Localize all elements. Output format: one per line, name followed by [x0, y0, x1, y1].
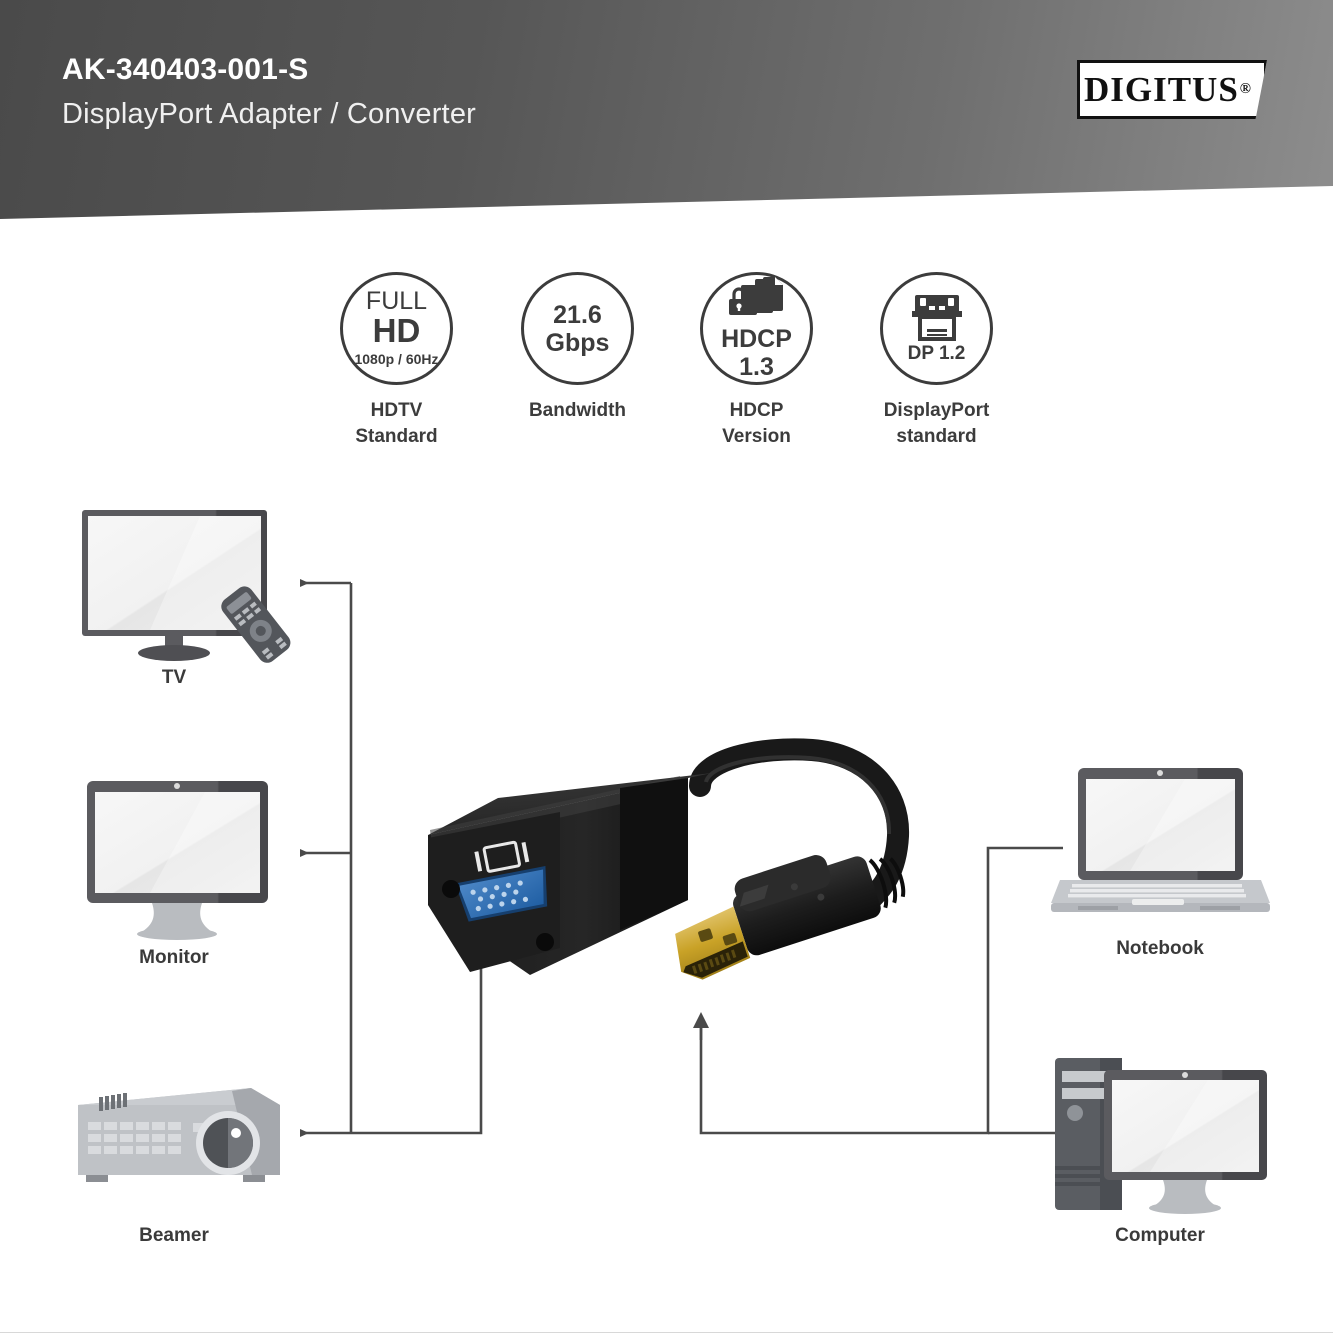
line-to-beamer	[300, 955, 483, 1137]
page-title: AK-340403-001-S	[62, 53, 309, 86]
badge-line-1: FULL	[365, 286, 428, 315]
badge-caption-line-1: Bandwidth	[528, 400, 627, 421]
badge-bandwidth: 21.6 Gbps Bandwidth	[511, 272, 644, 424]
badge-caption-line-2: Version	[722, 425, 791, 447]
displayport-plug	[675, 855, 906, 980]
page-header: AK-340403-001-S DisplayPort Adapter / Co…	[0, 0, 1333, 222]
registered-mark-icon: ®	[1239, 81, 1253, 97]
badge-value: DP 1.2	[907, 342, 966, 364]
output-lines	[300, 579, 483, 1137]
vga-port	[455, 865, 548, 922]
hdcp-lock-documents-icon: HDCP 1.3	[700, 272, 813, 385]
device-label-notebook: Notebook	[1116, 938, 1204, 959]
lock-documents-glyph	[728, 276, 783, 315]
badge-hdcp-version: HDCP 1.3 HDCP Version	[690, 272, 823, 449]
logo-text: DIGITUS®	[1077, 60, 1267, 119]
adapter-housing	[428, 773, 712, 975]
badge-caption-line-1: DisplayPort	[883, 400, 990, 421]
badge-value: 21.6	[553, 300, 602, 329]
badge-caption: DisplayPort standard	[870, 398, 1003, 449]
badge-caption: HDCP Version	[690, 398, 823, 449]
digitus-logo: DIGITUS®	[1077, 60, 1267, 119]
adapter-cable	[689, 738, 910, 909]
device-computer	[1055, 1058, 1267, 1214]
device-label-beamer: Beamer	[139, 1225, 209, 1246]
badge-line-3: 1080p / 60Hz	[354, 350, 439, 367]
device-monitor	[87, 781, 268, 940]
badge-value: HDCP	[721, 324, 792, 353]
device-tv	[82, 510, 291, 663]
monitor-glyph-icon	[474, 840, 530, 873]
badge-caption-line-1: HDCP	[729, 400, 784, 421]
tv-remote-icon	[221, 586, 291, 663]
badge-unit: Gbps	[545, 328, 610, 357]
device-label-computer: Computer	[1115, 1225, 1205, 1246]
full-hd-icon: FULL HD 1080p / 60Hz	[340, 272, 453, 385]
device-beamer	[78, 1088, 280, 1182]
device-label-monitor: Monitor	[139, 947, 209, 968]
badge-hdtv-standard: FULL HD 1080p / 60Hz HDTV Standard	[330, 272, 463, 449]
device-label-tv: TV	[161, 667, 187, 688]
badge-caption-line-1: HDTV	[370, 400, 423, 421]
feature-badges: FULL HD 1080p / 60Hz HDTV Standard 21.6 …	[330, 272, 1030, 462]
logo-wordmark: DIGITUS	[1083, 69, 1239, 109]
badge-caption-line-2: standard	[896, 425, 977, 447]
cable-highlight	[704, 755, 892, 835]
badge-line-2: HD	[372, 312, 421, 350]
badge-caption: Bandwidth	[511, 398, 644, 424]
input-lines	[693, 846, 1063, 1135]
device-notebook	[1051, 768, 1270, 912]
displayport-connector-icon: DP 1.2	[880, 272, 993, 385]
vga-screw-hole-left	[442, 880, 460, 898]
badge-unit: 1.3	[739, 352, 774, 381]
page-subtitle: DisplayPort Adapter / Converter	[62, 98, 476, 130]
badge-displayport-standard: DP 1.2 DisplayPort standard	[870, 272, 1003, 449]
arrowhead-up-icon	[693, 1012, 709, 1028]
dp-connector-glyph	[911, 294, 962, 341]
badge-caption-line-2: Standard	[355, 425, 438, 447]
badge-caption: HDTV Standard	[330, 398, 463, 449]
vga-screw-hole-right	[536, 933, 554, 951]
bandwidth-icon: 21.6 Gbps	[521, 272, 634, 385]
